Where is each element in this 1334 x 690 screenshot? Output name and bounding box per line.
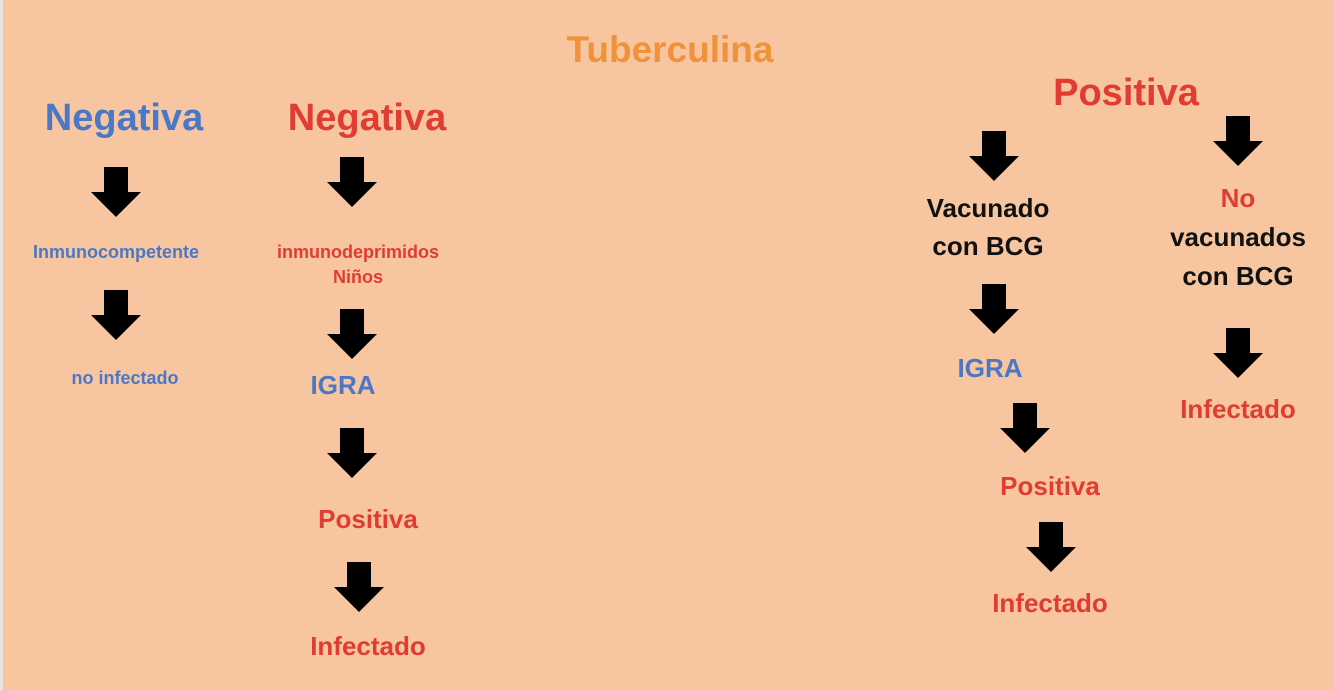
- middle-step-igra: IGRA: [310, 370, 376, 400]
- unvaccinated-label-line3: con BCG: [1182, 261, 1294, 291]
- vaccinated-step-positiva: Positiva: [1000, 471, 1100, 501]
- middle-step-infectado: Infectado: [310, 631, 426, 661]
- unvaccinated-label-line2: vacunados: [1170, 222, 1306, 252]
- arrow-down-icon: [91, 167, 141, 217]
- unvaccinated-label-line1: No: [1220, 183, 1256, 213]
- arrow-down-icon: [327, 309, 377, 359]
- middle-step-positiva: Positiva: [318, 504, 418, 534]
- arrow-down-icon: [969, 131, 1019, 181]
- left-heading: Negativa: [44, 97, 204, 139]
- arrow-down-icon: [1213, 116, 1263, 166]
- left-border: [0, 0, 3, 690]
- vaccinated-label-line1: Vacunado: [926, 193, 1050, 223]
- unvaccinated-step-infectado: Infectado: [1180, 394, 1296, 424]
- arrow-down-icon: [327, 428, 377, 478]
- middle-step-ninos: Niños: [332, 267, 383, 287]
- arrow-down-icon: [1213, 328, 1263, 378]
- middle-heading: Negativa: [287, 97, 447, 139]
- left-step-no-infectado: no infectado: [71, 368, 179, 388]
- vaccinated-step-infectado: Infectado: [992, 588, 1108, 618]
- right-heading: Positiva: [1053, 72, 1199, 114]
- arrow-down-icon: [1000, 403, 1050, 453]
- middle-step-inmunodeprimidos: inmunodeprimidos: [277, 242, 439, 262]
- left-step-inmunocompetente: Inmunocompetente: [32, 242, 199, 262]
- arrow-down-icon: [327, 157, 377, 207]
- arrow-down-icon: [1026, 522, 1076, 572]
- arrow-down-icon: [91, 290, 141, 340]
- arrow-down-icon: [334, 562, 384, 612]
- vaccinated-label-line2: con BCG: [932, 231, 1044, 261]
- diagram-title: Tuberculina: [566, 29, 774, 70]
- vaccinated-step-igra: IGRA: [957, 353, 1023, 383]
- arrow-down-icon: [969, 284, 1019, 334]
